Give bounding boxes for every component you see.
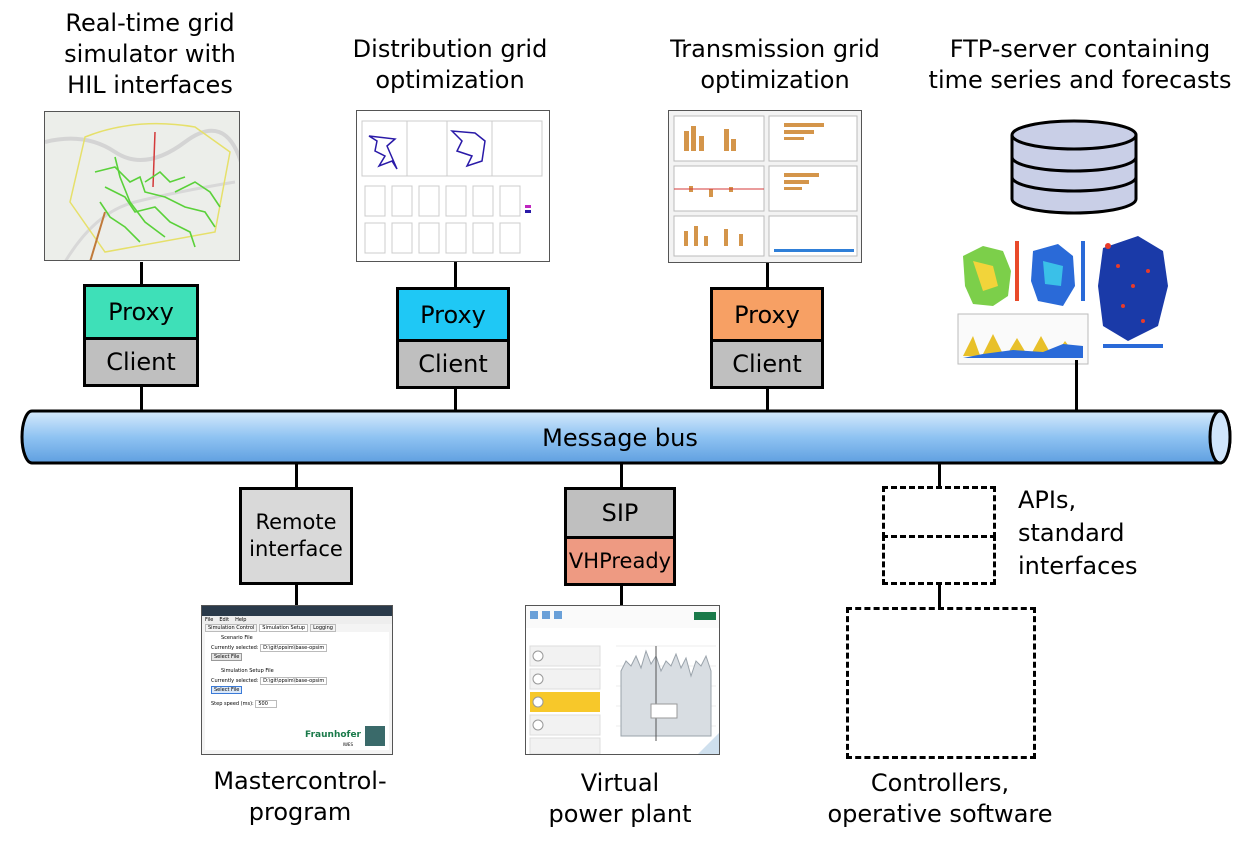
api-interface-box-top [882,486,996,538]
ftp-label: FTP-server containing time series and fo… [928,35,1232,94]
simulator-map-screenshot [44,111,240,261]
tab-simulation-setup[interactable]: Simulation Setup [259,624,309,632]
vhpready-box: VHPready [564,536,676,586]
client-box-transmission: Client [710,339,824,389]
iwes-logo: IWES [342,742,353,747]
connector-line [454,262,457,287]
select-file-button-2[interactable]: Select File [211,686,243,694]
mastercontrol-screenshot: File Edit Help Simulation Control Simula… [201,605,393,755]
tab-simulation-control[interactable]: Simulation Control [205,624,258,632]
message-bus-label: Message bus [542,424,698,452]
menu-edit[interactable]: Edit [219,617,230,623]
connector-line [766,389,769,411]
connector-line [140,387,143,411]
opsim-logo [365,726,385,746]
client-box-distribution: Client [396,339,510,389]
setup-path: D:\git\opsim\base-opsim [260,677,328,685]
mastercontrol-label: Mastercontrol- program [213,767,387,826]
connector-line [938,463,941,487]
select-file-button[interactable]: Select File [211,653,243,661]
connector-line [766,263,769,287]
connector-line [1075,360,1078,411]
proxy-box-distribution: Proxy [396,287,510,342]
vpp-label: Virtual power plant [548,769,692,828]
proxy-box-simulator: Proxy [83,284,199,340]
simulator-label: Real-time grid simulator with HIL interf… [64,9,236,99]
connector-line [140,262,143,284]
currently-selected-label-2: Currently selected: [211,678,259,684]
controllers-label: Controllers, operative software [827,769,1053,828]
transmission-screenshot [668,110,862,263]
transmission-label: Transmission grid optimization [670,35,880,94]
sip-box: SIP [564,487,676,539]
scenario-path: D:\git\opsim\base-opsim [260,644,328,652]
connector-line [295,463,298,488]
connector-line [295,585,298,605]
api-interface-box-bottom [882,535,996,585]
proxy-box-transmission: Proxy [710,287,824,342]
connector-line [454,389,457,411]
connector-line [938,585,941,607]
step-speed-label: Step speed (ms): [211,701,254,707]
distribution-screenshot [356,110,550,262]
connector-line [620,463,623,488]
message-bus [20,409,1232,465]
tab-logging[interactable]: Logging [310,624,336,632]
remote-interface-box: Remote interface [239,487,353,585]
client-box-simulator: Client [83,337,199,387]
currently-selected-label: Currently selected: [211,645,259,651]
distribution-label: Distribution grid optimization [352,35,548,94]
forecast-maps-screenshot [953,226,1236,369]
scenario-file-heading: Scenario File [221,635,253,641]
controllers-box [846,607,1036,759]
connector-line [620,585,623,605]
vpp-screenshot [525,605,720,755]
setup-file-heading: Simulation Setup File [221,668,274,674]
menu-file[interactable]: File [205,617,214,623]
database-icon [1010,119,1138,215]
apis-label: APIs, standard interfaces [1018,486,1138,580]
menu-help[interactable]: Help [235,617,247,623]
fraunhofer-logo: Fraunhofer [305,730,361,740]
step-speed-input[interactable]: 500 [255,700,277,708]
